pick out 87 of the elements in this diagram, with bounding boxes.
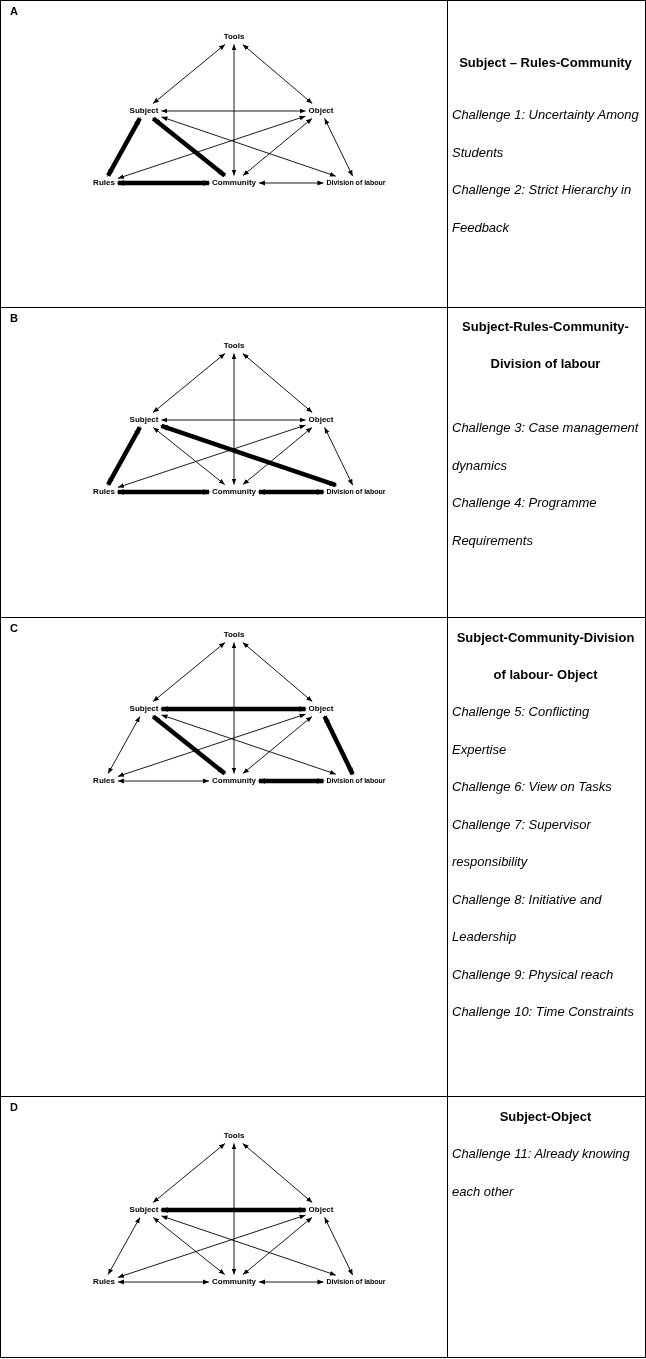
double-arrow: [152, 352, 226, 414]
double-arrow: [242, 43, 313, 105]
panel-letter: A: [10, 5, 18, 17]
double-arrow: [324, 117, 354, 177]
node-label: Community: [212, 776, 256, 786]
challenge-text: Challenge 9: Physical reach: [452, 965, 615, 984]
double-arrow: [161, 108, 306, 114]
thick-arrow: [116, 489, 211, 495]
double-arrow: [117, 1214, 306, 1278]
double-arrow: [258, 1279, 324, 1285]
node-label: Tools: [223, 341, 245, 351]
double-arrow: [161, 1215, 337, 1276]
double-arrow: [107, 715, 141, 775]
node-label: Object: [308, 415, 334, 425]
section-heading: Subject-Object: [498, 1108, 593, 1126]
double-arrow: [161, 714, 337, 775]
thick-arrow: [106, 117, 142, 177]
panel-letter: C: [10, 622, 18, 634]
challenge-text: Challenge 10: Time Constraints: [452, 1003, 635, 1021]
node-label: Object: [308, 704, 334, 714]
double-arrow: [242, 715, 313, 775]
double-arrow: [242, 117, 313, 177]
double-arrow: [161, 417, 306, 423]
double-arrow: [152, 426, 226, 486]
thick-arrow: [257, 489, 326, 495]
node-label: Object: [308, 1205, 334, 1215]
challenge-text: Challenge 1: Uncertainty Among Students: [452, 106, 639, 162]
double-arrow: [117, 1279, 210, 1285]
node-label: Rules: [93, 776, 115, 786]
node-label: Tools: [223, 1131, 245, 1141]
double-arrow: [152, 1142, 226, 1204]
challenge-text: Challenge 8: Initiative and Leadership: [452, 890, 603, 946]
double-arrow: [242, 352, 313, 414]
double-arrow: [117, 778, 210, 784]
node-label: Rules: [93, 487, 115, 497]
challenge-text: Challenge 11: Already knowing each other: [452, 1145, 631, 1201]
challenge-text: Challenge 5: Conflicting Expertise: [452, 703, 591, 759]
thick-arrow: [151, 116, 227, 178]
thick-arrow: [151, 714, 227, 776]
node-label: Rules: [93, 1277, 115, 1287]
double-arrow: [117, 115, 306, 179]
challenge-text: Challenge 6: View on Tasks: [452, 778, 613, 796]
double-arrow: [152, 43, 226, 105]
double-arrow: [117, 424, 306, 488]
double-arrow: [324, 1216, 354, 1276]
double-arrow: [161, 116, 337, 177]
node-label: Community: [212, 1277, 256, 1287]
double-arrow: [107, 1216, 141, 1276]
double-arrow: [242, 426, 313, 486]
challenge-text: Challenge 7: Supervisor responsibility: [452, 815, 593, 871]
double-arrow: [152, 1216, 226, 1276]
panel-letter: B: [10, 312, 18, 324]
node-label: Tools: [223, 630, 245, 640]
node-label: Tools: [223, 32, 245, 42]
thick-arrow: [257, 778, 326, 784]
thick-arrow: [116, 180, 211, 186]
thick-arrow: [159, 706, 308, 712]
double-arrow: [242, 1216, 313, 1276]
node-label: Object: [308, 106, 334, 116]
thick-arrow: [106, 426, 142, 486]
double-arrow: [117, 713, 306, 777]
challenge-text: Challenge 4: Programme Requirements: [452, 494, 598, 550]
double-arrow: [242, 641, 313, 703]
section-heading: Subject – Rules-Community: [458, 54, 633, 72]
double-arrow: [231, 352, 237, 486]
node-label: Subject: [129, 704, 159, 714]
node-label: Subject: [129, 106, 159, 116]
double-arrow: [231, 641, 237, 775]
section-heading: Subject-Community-Division of labour- Object: [455, 629, 636, 684]
section-heading: Subject-Rules-Community-Division of labour: [461, 318, 630, 373]
double-arrow: [231, 1142, 237, 1276]
thick-arrow: [159, 1207, 308, 1213]
double-arrow: [242, 1142, 313, 1204]
double-arrow: [152, 641, 226, 703]
challenge-text: Challenge 2: Strict Hierarchy in Feedback: [452, 181, 633, 237]
node-label: Subject: [129, 1205, 159, 1215]
panel-letter: D: [10, 1101, 18, 1113]
double-arrow: [258, 180, 324, 186]
node-label: Community: [212, 178, 256, 188]
double-arrow: [231, 43, 237, 177]
node-label: Rules: [93, 178, 115, 188]
double-arrow: [324, 426, 354, 486]
thick-arrow: [159, 423, 338, 488]
thick-arrow: [322, 714, 355, 776]
challenge-text: Challenge 3: Case management dynamics: [452, 419, 639, 475]
node-label: Community: [212, 487, 256, 497]
node-label: Subject: [129, 415, 159, 425]
